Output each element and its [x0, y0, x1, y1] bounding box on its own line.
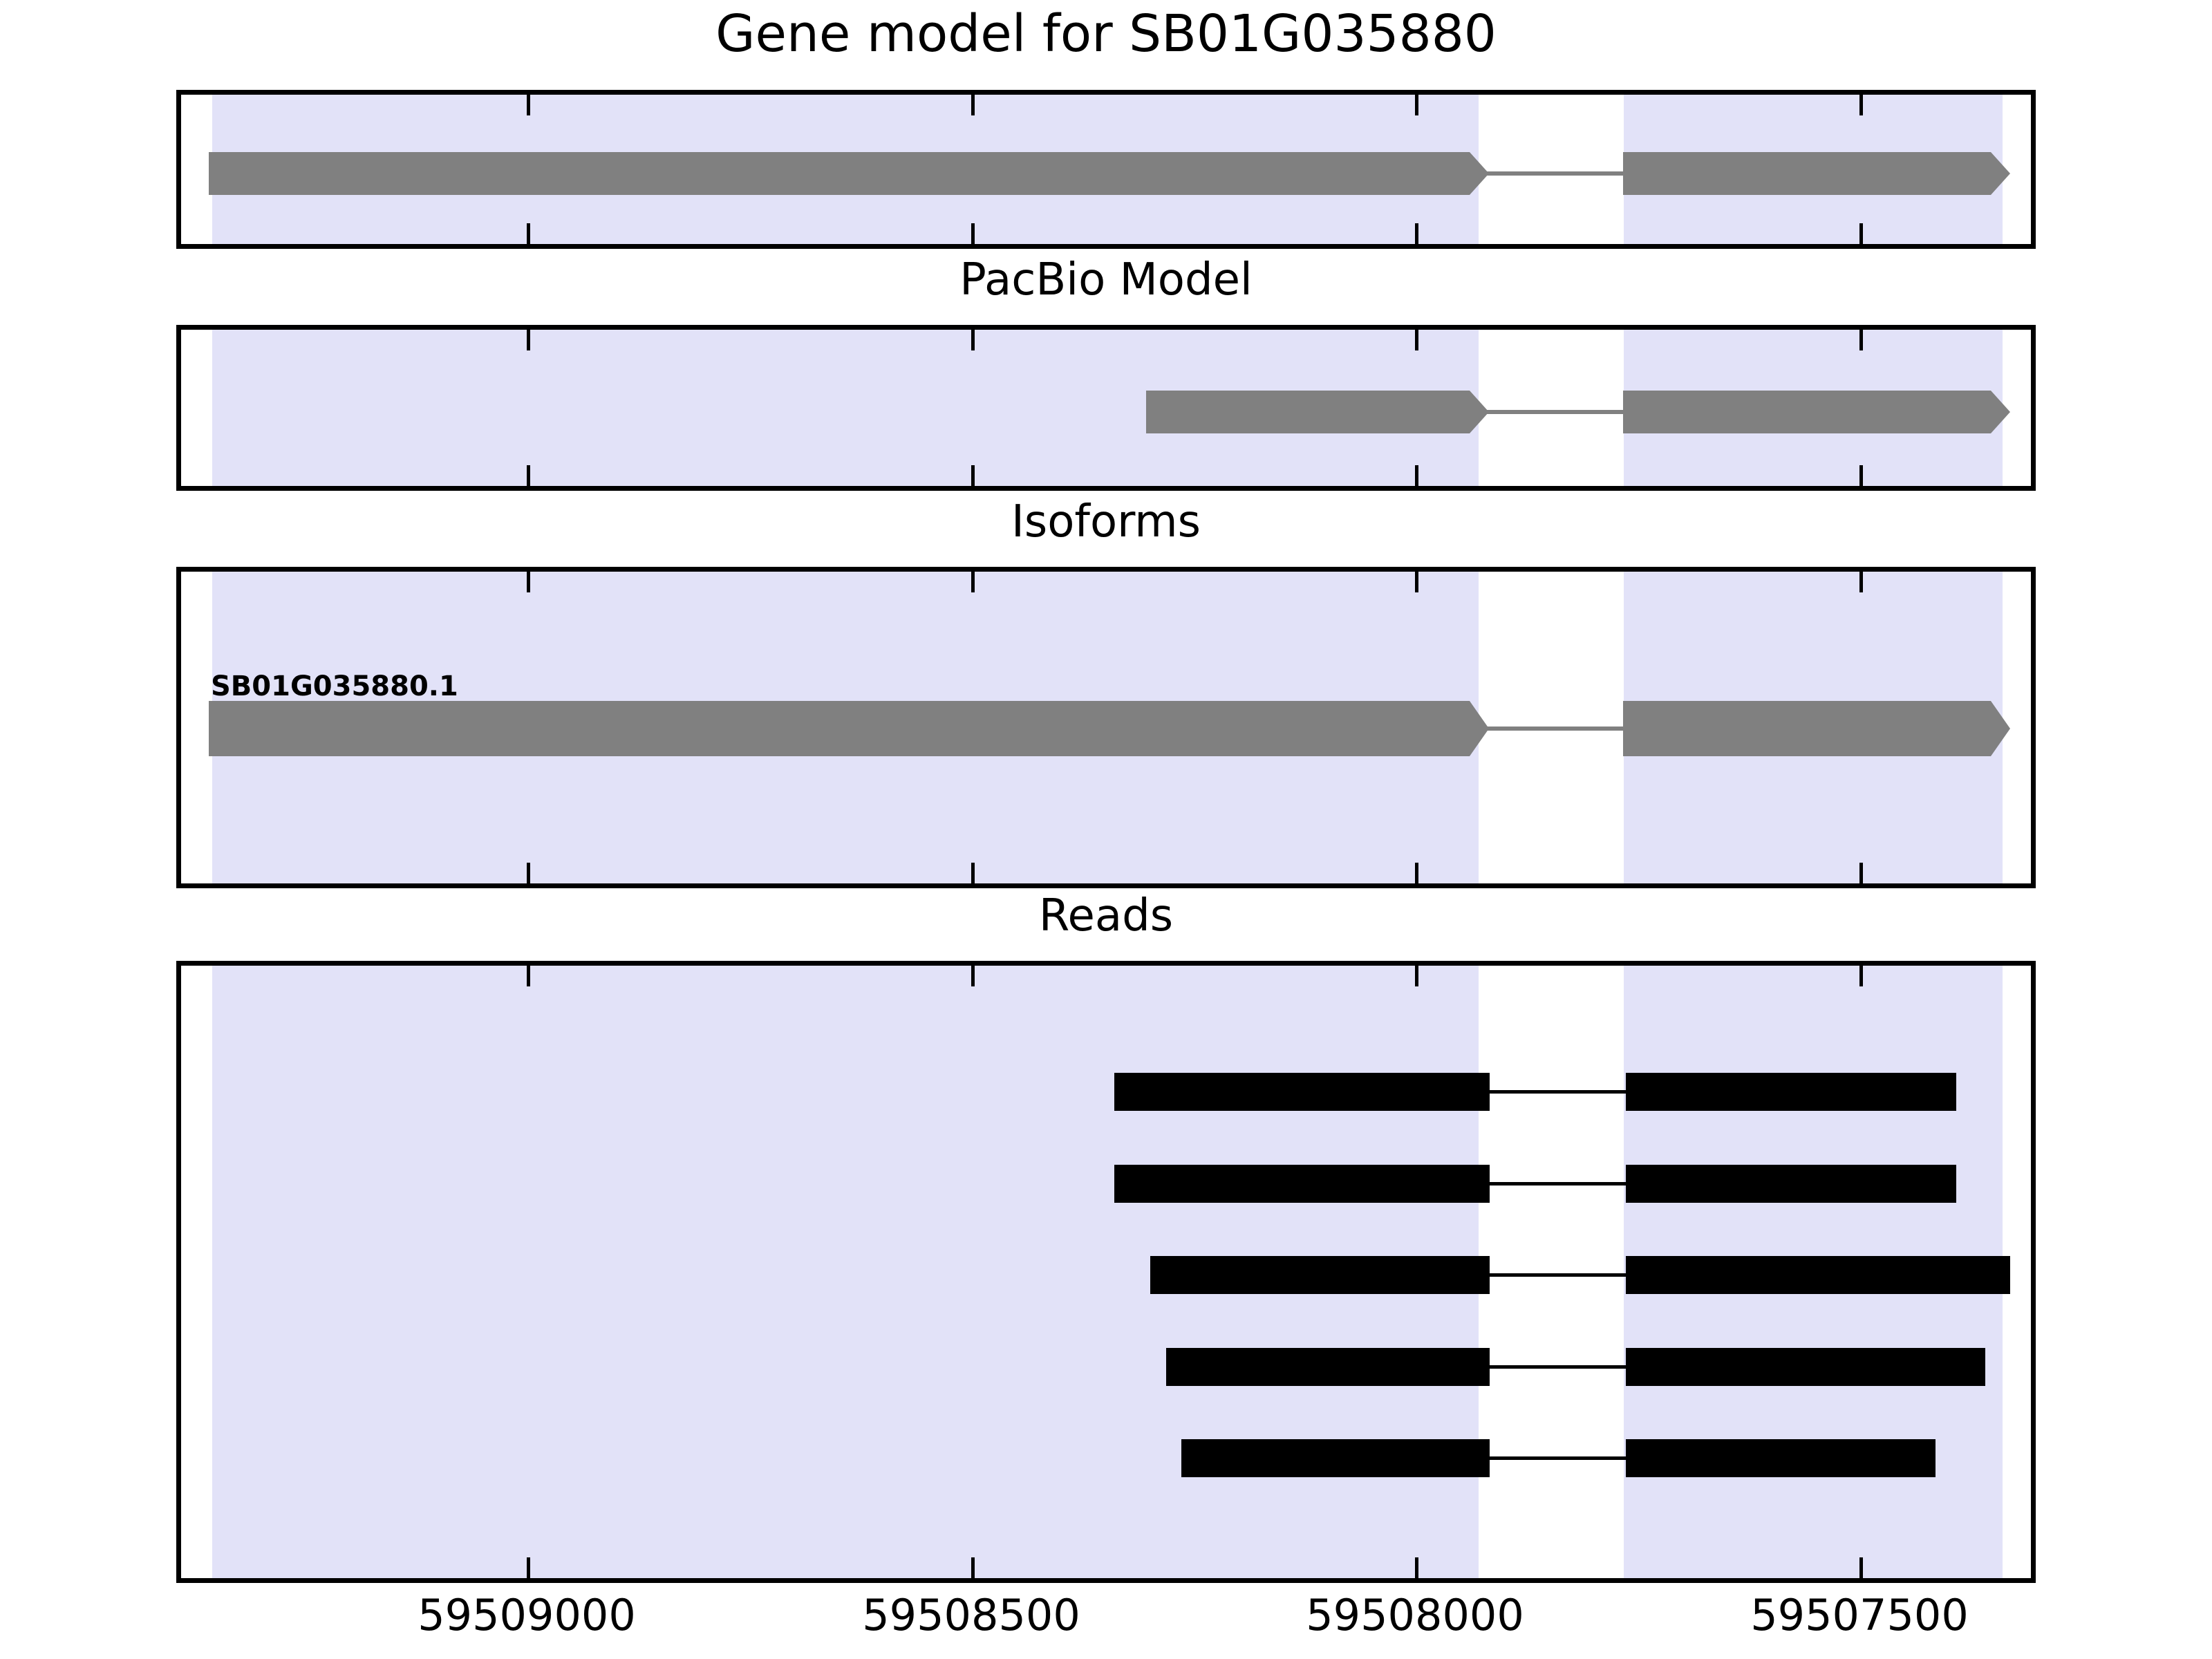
isoform-exon-1 — [209, 701, 1489, 756]
read-5-intron — [1483, 1456, 1629, 1460]
isoform-label: SB01G035880.1 — [211, 671, 458, 702]
tick-top-4 — [1859, 330, 1863, 350]
x-tick-label-4: 59507500 — [1750, 1590, 1969, 1640]
tick-top-4 — [1859, 95, 1863, 115]
read-3-exon-1 — [1150, 1256, 1490, 1294]
read-4-exon-2 — [1626, 1348, 1985, 1386]
tick-bottom-4 — [1859, 465, 1863, 486]
page-title: Gene model for SB01G035880 — [715, 4, 1497, 64]
tick-top-2 — [971, 330, 975, 350]
read-3-exon-2 — [1626, 1256, 2010, 1294]
read-1-exon-2 — [1626, 1073, 1956, 1111]
panel-title-pacbio: PacBio Model — [959, 254, 1253, 306]
read-3-intron — [1483, 1273, 1629, 1277]
tick-bottom-1 — [527, 1557, 530, 1578]
tick-top-2 — [971, 572, 975, 592]
read-5-exon-2 — [1626, 1439, 1936, 1477]
tick-bottom-2 — [971, 1557, 975, 1578]
panel-title-reads: Reads — [1038, 890, 1174, 941]
panel-title-isoforms: Isoforms — [1011, 496, 1201, 547]
panel-isoforms: SB01G035880.1 — [176, 567, 2036, 888]
gene-intron-1 — [1483, 171, 1627, 176]
tick-bottom-1 — [527, 465, 530, 486]
isoform-exon-2 — [1623, 701, 2010, 756]
tick-top-4 — [1859, 572, 1863, 592]
tick-top-4 — [1859, 966, 1863, 986]
x-tick-label-2: 59508500 — [862, 1590, 1080, 1640]
tick-top-1 — [527, 95, 530, 115]
tick-top-3 — [1415, 572, 1418, 592]
read-5-exon-1 — [1181, 1439, 1490, 1477]
read-2-exon-2 — [1626, 1165, 1956, 1203]
tick-bottom-1 — [527, 223, 530, 244]
gene-exon-2 — [1623, 152, 2010, 195]
read-1-exon-1 — [1114, 1073, 1490, 1111]
tick-top-1 — [527, 966, 530, 986]
tick-bottom-2 — [971, 863, 975, 883]
tick-bottom-3 — [1415, 863, 1418, 883]
read-2-exon-1 — [1114, 1165, 1490, 1203]
tick-bottom-2 — [971, 465, 975, 486]
tick-top-2 — [971, 966, 975, 986]
read-4-intron — [1483, 1365, 1629, 1369]
isoform-intron-1 — [1483, 727, 1627, 731]
x-tick-label-1: 59509000 — [418, 1590, 636, 1640]
tick-bottom-3 — [1415, 1557, 1418, 1578]
read-2-intron — [1483, 1182, 1629, 1185]
x-tick-label-3: 59508000 — [1306, 1590, 1524, 1640]
tick-bottom-3 — [1415, 465, 1418, 486]
panel-pacbio-model — [176, 325, 2036, 491]
tick-bottom-2 — [971, 223, 975, 244]
tick-bottom-4 — [1859, 863, 1863, 883]
tick-bottom-1 — [527, 863, 530, 883]
read-4-exon-1 — [1166, 1348, 1490, 1386]
gene-exon-1 — [209, 152, 1489, 195]
pacbio-intron-1 — [1483, 410, 1627, 414]
tick-top-1 — [527, 330, 530, 350]
panel-reads — [176, 961, 2036, 1583]
tick-top-3 — [1415, 966, 1418, 986]
tick-top-1 — [527, 572, 530, 592]
tick-top-2 — [971, 95, 975, 115]
tick-top-3 — [1415, 330, 1418, 350]
tick-bottom-4 — [1859, 223, 1863, 244]
tick-top-3 — [1415, 95, 1418, 115]
pacbio-exon-2 — [1623, 391, 2010, 433]
read-1-intron — [1483, 1090, 1629, 1094]
tick-bottom-3 — [1415, 223, 1418, 244]
pacbio-exon-1 — [1146, 391, 1489, 433]
tick-bottom-4 — [1859, 1557, 1863, 1578]
panel-gene-model — [176, 90, 2036, 249]
